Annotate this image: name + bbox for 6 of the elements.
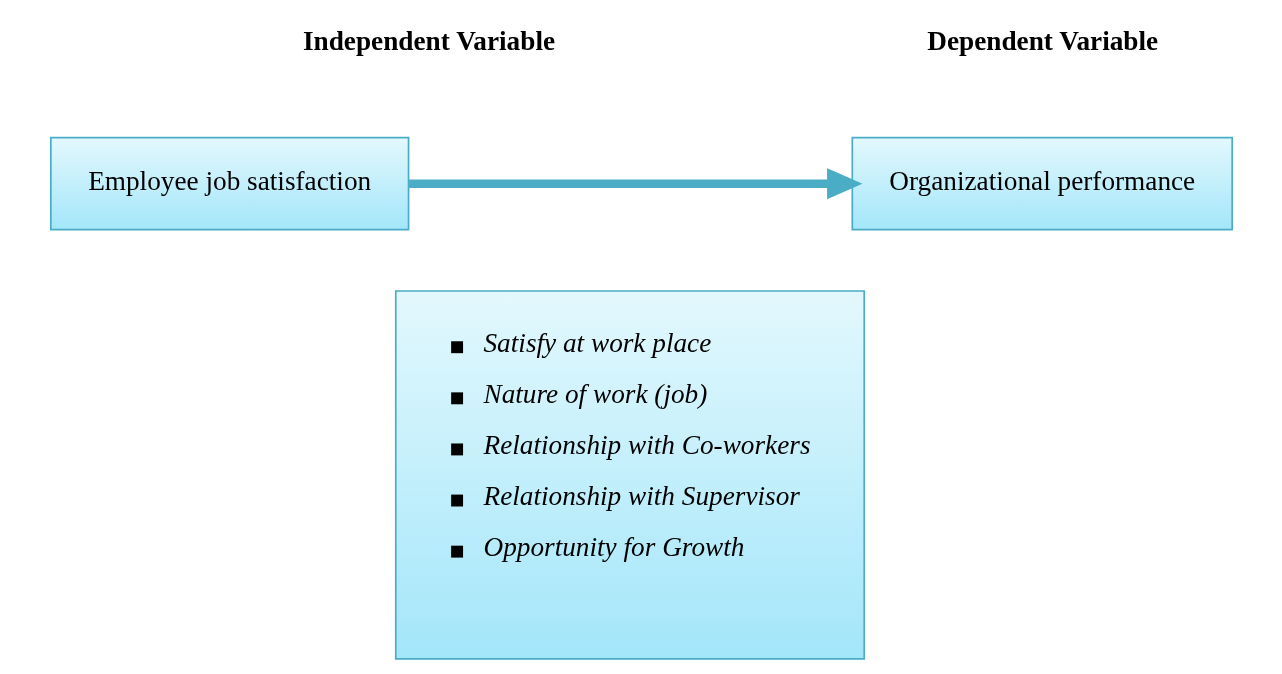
label: Independent Variable xyxy=(302,26,555,57)
node-box: Satisfy at work place Nature of work (job) Relationship with Co-workers Relationship with Supervisor Opportunity for Growth xyxy=(394,290,865,660)
node-box: Employee job satisfaction xyxy=(49,136,409,231)
node-box: Organizational performance xyxy=(850,136,1233,231)
label: Dependent Variable xyxy=(926,26,1158,57)
arrow xyxy=(408,168,862,200)
